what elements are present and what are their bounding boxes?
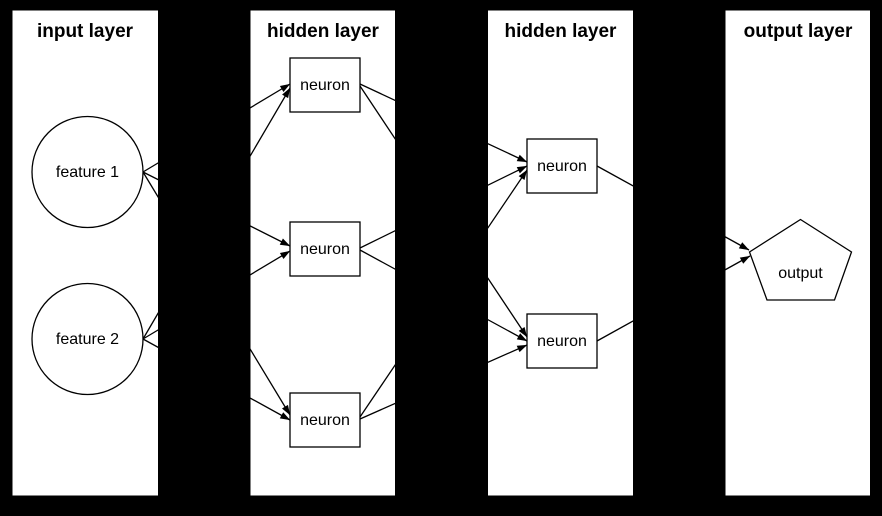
edge-feature1-h1n2	[142, 171, 291, 247]
hidden1-neuron3-box	[289, 392, 361, 448]
feature2-circle	[31, 282, 144, 396]
edge-h1n2-h2n2	[359, 249, 528, 342]
hidden2-neuron2-box	[526, 313, 598, 369]
edge-h2n1-output	[596, 165, 750, 251]
panel-hidden-layer-2: hidden layer	[488, 10, 633, 496]
node-hidden2-neuron1: neuron	[526, 138, 598, 194]
edge-h2n2-output	[596, 255, 751, 342]
panel-output-layer-title: output layer	[744, 21, 853, 42]
edge-h1n1-h2n1	[359, 83, 528, 163]
hidden1-neuron1-label: neuron	[300, 77, 350, 94]
hidden1-neuron3-label: neuron	[300, 412, 350, 429]
output-label: output	[778, 265, 823, 282]
edge-h1n2-h2n1	[359, 165, 528, 249]
edge-feature2-h1n1	[142, 87, 291, 340]
edge-feature2-h1n2	[142, 250, 291, 340]
hidden1-neuron1-box	[289, 57, 361, 113]
node-feature2: feature 2	[31, 282, 144, 396]
hidden1-neuron2-box	[289, 221, 361, 277]
hidden1-neuron2-label: neuron	[300, 241, 350, 258]
edge-feature2-h1n3	[142, 338, 291, 421]
hidden2-neuron1-label: neuron	[537, 158, 587, 175]
panel-hidden-layer-1-title: hidden layer	[267, 21, 380, 42]
hidden2-neuron1-box	[526, 138, 598, 194]
hidden2-neuron2-label: neuron	[537, 333, 587, 350]
panel-hidden-layer-2-title: hidden layer	[505, 21, 618, 42]
edge-h1n3-h2n1	[359, 169, 528, 418]
panel-hidden-layer-2-background	[488, 10, 633, 496]
node-feature1: feature 1	[31, 115, 144, 229]
node-hidden1-neuron1: neuron	[289, 57, 361, 113]
feature1-circle	[31, 115, 144, 229]
node-hidden1-neuron3: neuron	[289, 392, 361, 448]
edge-h1n3-h2n2	[359, 344, 528, 420]
edges	[142, 83, 751, 421]
node-hidden2-neuron2: neuron	[526, 313, 598, 369]
feature2-label: feature 2	[56, 331, 119, 348]
output-pentagon	[748, 218, 853, 301]
node-hidden1-neuron2: neuron	[289, 221, 361, 277]
panel-input-layer: input layer	[12, 10, 158, 496]
node-output: output	[748, 218, 853, 301]
panel-input-layer-background	[12, 10, 158, 496]
edge-feature1-h1n1	[142, 83, 291, 173]
panel-input-layer-title: input layer	[37, 21, 134, 42]
feature1-label: feature 1	[56, 164, 119, 181]
edge-feature1-h1n3	[142, 171, 291, 416]
edge-h1n1-h2n2	[359, 85, 528, 338]
